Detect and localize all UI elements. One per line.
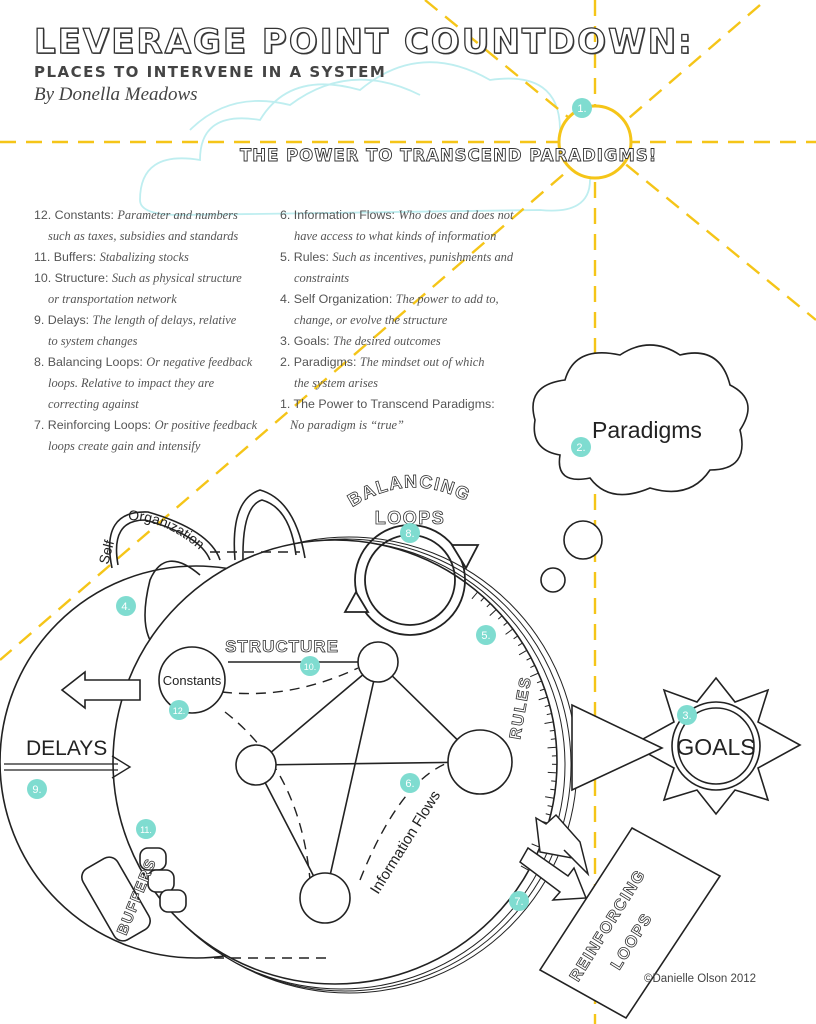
- structure-label: STRUCTURE: [225, 637, 339, 656]
- marker-5: 5.: [476, 625, 496, 645]
- svg-text:3.: 3.: [682, 710, 691, 722]
- copyright-credit: ©Danielle Olson 2012: [644, 973, 757, 985]
- paradigms-label: Paradigms: [592, 417, 702, 443]
- svg-text:12.: 12.: [173, 706, 186, 716]
- list-item: 9. Delays: The length of delays, relativ…: [34, 313, 237, 348]
- marker-4: 4.: [116, 596, 136, 616]
- reinforcing-arrows: [519, 813, 590, 901]
- marker-6: 6.: [400, 773, 420, 793]
- marker-8: 8.: [400, 523, 420, 543]
- marker-1: 1.: [572, 98, 592, 118]
- output-arrow: [60, 670, 141, 710]
- dashed-connectors: [210, 551, 451, 959]
- svg-text:11.: 11.: [140, 825, 152, 835]
- svg-text:9.: 9.: [32, 784, 41, 796]
- marker-12: 12.: [169, 700, 189, 720]
- marker-2: 2.: [571, 437, 591, 457]
- rules-ruler: [471, 591, 557, 871]
- page-subtitle: PLACES TO INTERVENE IN A SYSTEM: [34, 63, 387, 81]
- list-item: 6. Information Flows: Who does and does …: [280, 208, 514, 243]
- paradigm-banner: THE POWER TO TRANSCEND PARADIGMS!: [240, 146, 658, 166]
- svg-text:5.: 5.: [481, 630, 490, 642]
- structure-network: [158, 641, 513, 924]
- list-item: 3. Goals: The desired outcomes: [280, 334, 441, 348]
- goals-label: GOALS: [676, 734, 755, 760]
- list-item: 8. Balancing Loops: Or negative feedback…: [34, 355, 253, 411]
- svg-text:4.: 4.: [121, 601, 130, 613]
- svg-text:2.: 2.: [576, 442, 585, 454]
- loops-label: LOOPS: [375, 508, 446, 528]
- delays-label: DELAYS: [26, 737, 107, 760]
- self-label: Self: [95, 538, 117, 566]
- self-organization-loops: [108, 489, 306, 641]
- marker-9: 9.: [27, 779, 47, 799]
- svg-text:1.: 1.: [577, 103, 586, 115]
- page-title: LEVERAGE POINT COUNTDOWN:: [33, 21, 694, 62]
- svg-text:10.: 10.: [304, 662, 317, 672]
- marker-7: 7.: [509, 891, 529, 911]
- list-item: 1. The Power to Transcend Paradigms:No p…: [280, 397, 495, 432]
- sun-circle: [557, 104, 633, 180]
- svg-text:7.: 7.: [514, 896, 523, 908]
- delays-arrow: [4, 755, 132, 779]
- marker-11: 11.: [136, 819, 156, 839]
- goals-sun: [630, 676, 802, 816]
- goals-arrow: [571, 703, 664, 792]
- svg-text:6.: 6.: [405, 778, 414, 790]
- constants-label: Constants: [163, 673, 222, 688]
- author-byline: By Donella Meadows: [34, 84, 198, 105]
- marker-10: 10.: [300, 656, 320, 676]
- organization-label: Organization: [128, 507, 208, 552]
- leverage-list-right: 6. Information Flows: Who does and does …: [280, 205, 540, 436]
- list-item: 7. Reinforcing Loops: Or positive feedba…: [34, 418, 258, 453]
- list-item: 5. Rules: Such as incentives, punishment…: [280, 250, 514, 285]
- background-clouds: [139, 61, 597, 216]
- list-item: 11. Buffers: Stabalizing stocks: [34, 250, 189, 264]
- list-item: 10. Structure: Such as physical structur…: [34, 271, 242, 306]
- list-item: 4. Self Organization: The power to add t…: [280, 292, 499, 327]
- svg-text:8.: 8.: [405, 528, 414, 540]
- number-markers: 1. 2. 3. 4. 5. 6. 7. 8. 9. 10. 11. 12.: [27, 98, 697, 911]
- paradigms-cloud: [532, 344, 749, 593]
- balancing-loops-label: BALANCING: [344, 471, 474, 510]
- marker-3: 3.: [677, 705, 697, 725]
- buffers-blocks: [81, 847, 187, 942]
